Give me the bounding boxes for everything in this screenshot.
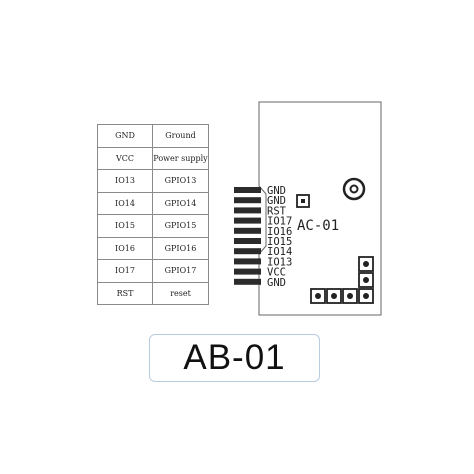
header-pad <box>342 288 358 304</box>
pin-function-cell: Ground <box>152 124 209 148</box>
pin-label: RST <box>267 205 287 217</box>
edge-connector-pin <box>234 207 261 214</box>
header-pad <box>326 288 342 304</box>
pin-label: IO15 <box>267 236 292 248</box>
header-pad-hole <box>363 293 369 299</box>
antenna-outer-circle <box>342 177 366 201</box>
edge-connector-pin <box>234 278 261 285</box>
pin-label: GND <box>267 195 286 207</box>
header-pad-hole <box>315 293 321 299</box>
edge-connector-pin <box>234 258 261 265</box>
edge-connector-pin <box>234 217 261 224</box>
pin-label: VCC <box>267 267 286 279</box>
header-pad-hole <box>331 293 337 299</box>
header-pad <box>358 256 374 272</box>
pin-function-cell: Power supply <box>152 146 209 170</box>
header-pad <box>358 288 374 304</box>
edge-connector-pin <box>234 227 261 234</box>
header-pad-hole <box>347 293 353 299</box>
edge-connector-pin <box>234 248 261 255</box>
antenna-inner-circle <box>349 184 359 194</box>
pin-label: GND <box>267 277 286 289</box>
pin-function-cell: reset <box>152 281 209 305</box>
header-pad <box>310 288 326 304</box>
pin-function-cell: GPIO13 <box>152 169 209 193</box>
pin-label: GND <box>267 185 286 197</box>
edge-connector-pin <box>234 187 261 193</box>
model-badge: AB-01 <box>149 334 320 382</box>
square-pad <box>296 194 310 208</box>
header-pad <box>358 272 374 288</box>
edge-connector-pin <box>234 268 261 275</box>
pin-name-cell: GND <box>97 124 153 148</box>
pin-label: IO14 <box>267 246 292 258</box>
edge-connector-pin <box>234 197 261 204</box>
pin-name-cell: VCC <box>97 146 153 170</box>
edge-connector-pin <box>234 238 261 244</box>
pin-function-cell: GPIO14 <box>152 191 209 215</box>
header-pad-hole <box>363 261 369 267</box>
pin-label: IO17 <box>267 216 292 228</box>
pin-label: IO13 <box>267 256 292 268</box>
pin-function-cell: GPIO17 <box>152 259 209 283</box>
pin-name-cell: RST <box>97 281 153 305</box>
header-pad-hole <box>363 277 369 283</box>
pin-function-cell: GPIO15 <box>152 214 209 238</box>
pin-name-cell: IO14 <box>97 191 153 215</box>
module-name: AC-01 <box>297 218 339 234</box>
pin-label: IO16 <box>267 226 292 238</box>
